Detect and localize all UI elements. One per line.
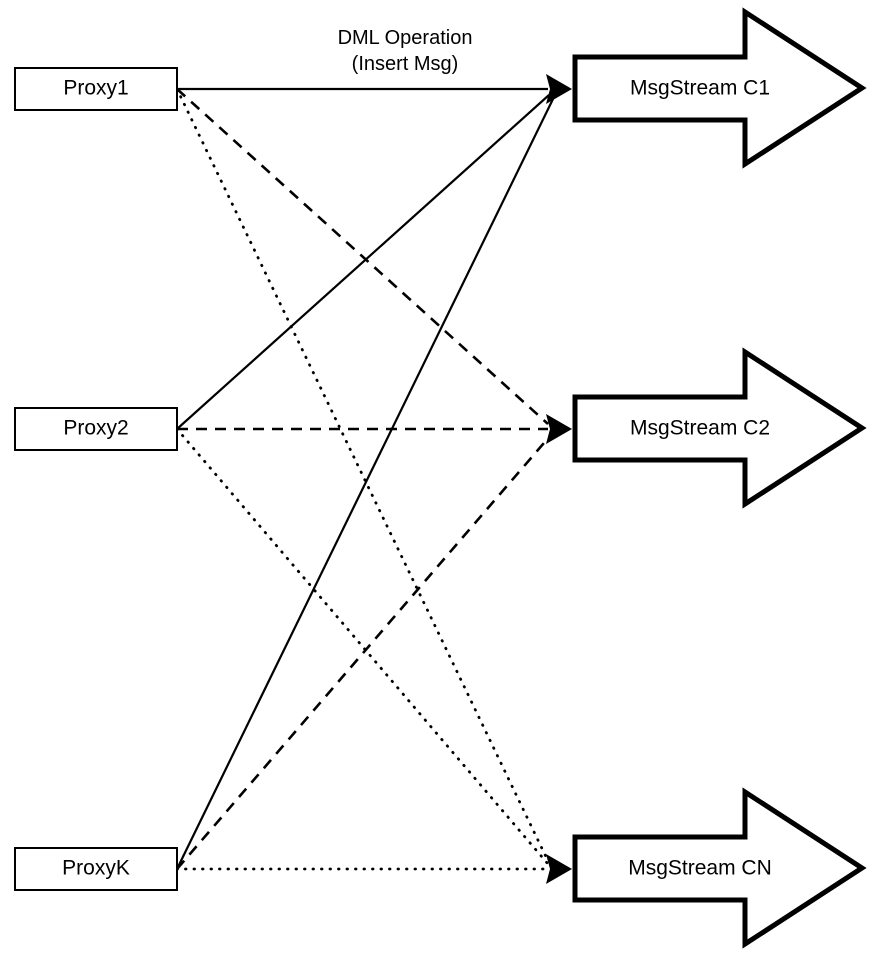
proxy-node-proxy2[interactable]: Proxy2	[14, 407, 178, 451]
msgstream-label: MsgStream C2	[630, 417, 770, 440]
arrowhead-tip-cn	[546, 854, 572, 884]
connections-layer	[175, 87, 554, 871]
arrowhead-tip-c1	[546, 74, 572, 104]
proxy-box-rect	[14, 847, 178, 891]
arrowhead-tip-c2	[546, 414, 572, 444]
proxy-label: Proxy1	[63, 77, 128, 100]
msgstream-label: MsgStream C1	[630, 77, 770, 100]
msgstream-node-1[interactable]: MsgStream C1	[572, 7, 867, 169]
proxy-box-rect	[14, 67, 178, 111]
msgstream-nodes-layer: MsgStream C1 MsgStream C2 MsgStream CN	[572, 7, 867, 949]
edge-label-line2: (Insert Msg)	[352, 53, 459, 75]
edge-label-line1: DML Operation	[338, 27, 473, 49]
connection-proxy2-to-cn	[175, 427, 550, 866]
proxy-label: ProxyK	[62, 857, 130, 880]
msgstream-node-2[interactable]: MsgStream C2	[572, 347, 867, 509]
msgstream-node-3[interactable]: MsgStream CN	[572, 787, 867, 949]
msgstream-arrow-shape	[572, 347, 867, 509]
connection-proxy2-to-c1	[176, 94, 550, 430]
msgstream-label: MsgStream CN	[628, 857, 772, 880]
proxy-box-rect	[14, 407, 178, 451]
proxy-node-proxy1[interactable]: Proxy1	[14, 67, 178, 111]
msgstream-arrow-shape	[572, 7, 867, 169]
arrowheads-layer	[546, 74, 572, 884]
connection-proxyK-to-c1	[176, 98, 554, 870]
msgstream-arrow-shape	[572, 787, 867, 949]
connection-proxy1-to-cn	[175, 87, 550, 863]
proxy-node-proxyK[interactable]: ProxyK	[14, 847, 178, 891]
connection-proxy1-to-c2	[176, 88, 549, 425]
connection-proxyK-to-c2	[176, 435, 551, 870]
edge-label-dml-operation: DML Operation (Insert Msg)	[338, 27, 473, 75]
proxy-label: Proxy2	[63, 417, 128, 440]
